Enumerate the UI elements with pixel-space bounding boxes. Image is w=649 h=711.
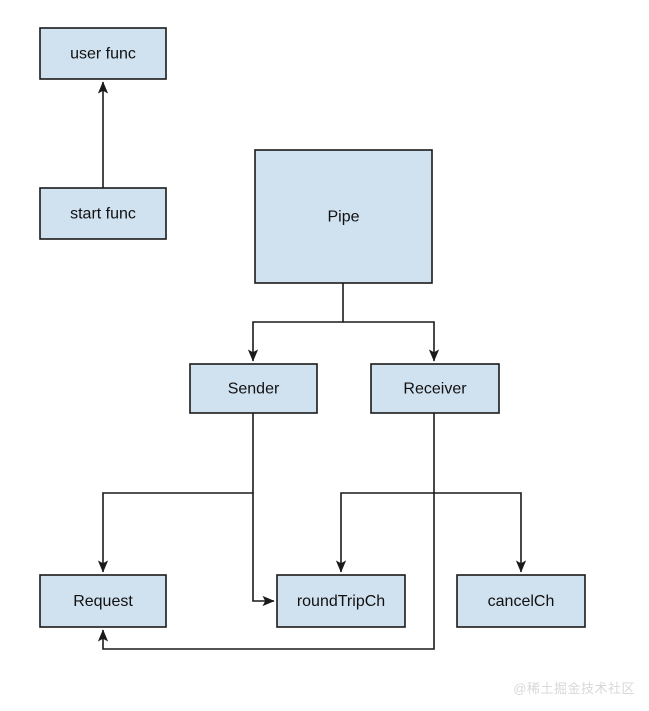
node-start_func[interactable]: start func — [39, 187, 167, 240]
node-sender[interactable]: Sender — [189, 363, 318, 414]
node-box-start_func[interactable] — [39, 187, 167, 240]
node-round_trip_ch[interactable]: roundTripCh — [276, 574, 406, 628]
node-user_func[interactable]: user func — [39, 27, 167, 80]
edge-sender-to-roundtripch — [252, 493, 275, 607]
edge-sender-to-request — [97, 413, 254, 573]
node-box-request[interactable] — [39, 574, 167, 628]
edge-receiver-to-cancelch — [434, 492, 527, 573]
node-request[interactable]: Request — [39, 574, 167, 628]
edge-receiver-to-roundtripch — [335, 413, 435, 573]
node-box-cancel_ch[interactable] — [456, 574, 586, 628]
node-box-round_trip_ch[interactable] — [276, 574, 406, 628]
node-box-receiver[interactable] — [370, 363, 500, 414]
node-box-sender[interactable] — [189, 363, 318, 414]
edge-layer — [97, 81, 527, 650]
edge-receiver-to-request — [97, 493, 435, 650]
node-pipe[interactable]: Pipe — [254, 149, 433, 284]
node-box-pipe[interactable] — [254, 149, 433, 284]
node-box-user_func[interactable] — [39, 27, 167, 80]
node-cancel_ch[interactable]: cancelCh — [456, 574, 586, 628]
node-receiver[interactable]: Receiver — [370, 363, 500, 414]
edge-pipe-to-sender — [247, 283, 344, 362]
edge-pipe-to-receiver — [343, 321, 440, 362]
watermark: @稀土掘金技术社区 — [513, 681, 635, 696]
